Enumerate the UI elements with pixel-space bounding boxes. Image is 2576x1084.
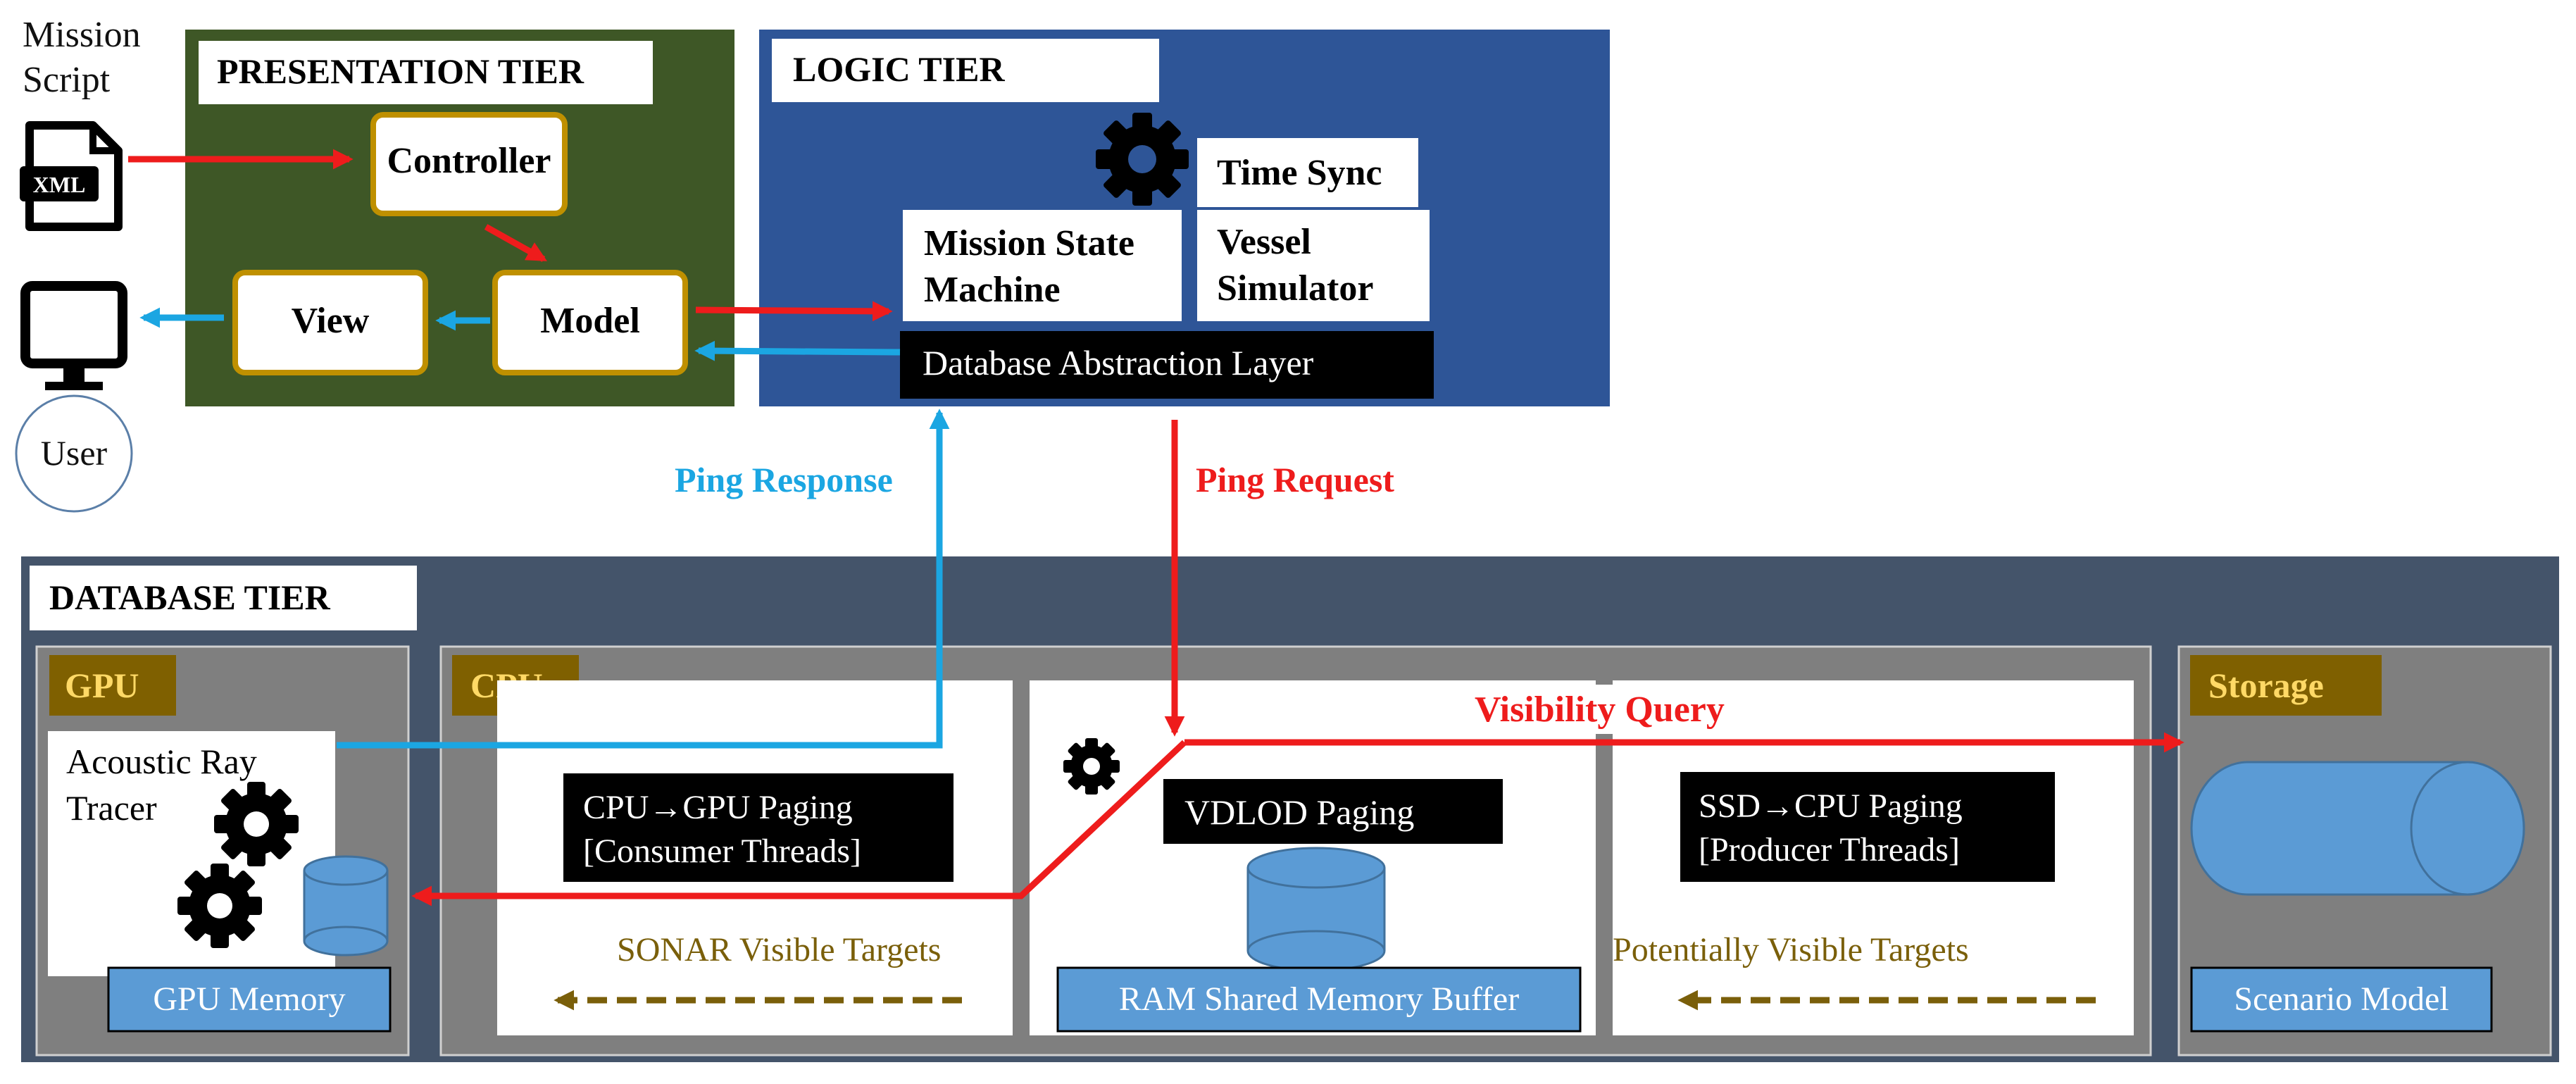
- db-abstraction-layer-box: [900, 331, 1434, 399]
- model-box: [492, 270, 688, 375]
- arrow-controller-to-model: [484, 224, 548, 262]
- mission-state-line2: Machine: [924, 270, 1061, 310]
- arrow-ray-tracer-feed: [411, 740, 1187, 907]
- gear-icon: [1096, 113, 1189, 206]
- storage-cylinder-icon: [2190, 761, 2525, 896]
- arrow-ping-response: [337, 409, 950, 749]
- mission-state-line1: Mission State: [924, 223, 1134, 263]
- ram-buffer-label: RAM Shared Memory Buffer: [1119, 980, 1519, 1018]
- mission-script-label-line2: Script: [23, 60, 111, 100]
- mission-script-label-line1: Mission: [23, 15, 141, 55]
- arrow-logic-to-model: [694, 340, 901, 361]
- time-sync-box: [1197, 138, 1418, 207]
- cpu-gpu-line1: CPU→GPU Paging: [583, 789, 853, 826]
- arrow-model-to-logic: [695, 301, 893, 322]
- xml-badge-text: XML: [33, 172, 86, 197]
- database-tier-title: DATABASE TIER: [49, 578, 331, 617]
- ray-tracer-line2: Tracer: [66, 788, 157, 828]
- monitor-icon: [20, 281, 127, 390]
- presentation-tier-title: PRESENTATION TIER: [217, 51, 584, 91]
- gpu-tag-label: GPU: [65, 666, 139, 705]
- ssd-cpu-line1: SSD→CPU Paging: [1699, 787, 1963, 825]
- sonar-visible-label: SONAR Visible Targets: [617, 931, 941, 968]
- visibility-query-label: Visibility Query: [1475, 690, 1725, 730]
- user-circle: [15, 394, 133, 513]
- vessel-sim-line2: Simulator: [1217, 268, 1373, 309]
- time-sync-label: Time Sync: [1217, 153, 1382, 193]
- xml-file-icon: XML: [20, 121, 123, 231]
- gear-icon: [1063, 738, 1120, 795]
- gpu-memory-label: GPU Memory: [153, 980, 345, 1018]
- gpu-tag: [49, 655, 176, 716]
- vdlod-label: VDLOD Paging: [1184, 792, 1414, 832]
- cpu-gpu-paging-box: [563, 773, 954, 882]
- view-box: [232, 270, 428, 375]
- user-label: User: [41, 433, 108, 473]
- storage-tag-label: Storage: [2208, 666, 2324, 705]
- ping-response-label: Ping Response: [675, 460, 893, 499]
- scenario-model-box: [2190, 966, 2493, 1033]
- controller-label: Controller: [387, 141, 551, 181]
- model-label: Model: [540, 301, 640, 341]
- gpu-memory-box: [107, 966, 392, 1033]
- potentially-visible-label: Potentially Visible Targets: [1613, 931, 1969, 968]
- gear-icon: [214, 782, 299, 866]
- storage-tag: [2190, 655, 2382, 716]
- gpu-memory-cylinder-icon: [303, 855, 389, 957]
- ram-buffer-cylinder-icon: [1246, 847, 1386, 972]
- vessel-sim-line1: Vessel: [1217, 222, 1311, 262]
- db-abstraction-label: Database Abstraction Layer: [923, 343, 1314, 382]
- gear-icon: [177, 864, 262, 948]
- cpu-gpu-line2: [Consumer Threads]: [583, 833, 861, 870]
- view-label: View: [292, 301, 370, 341]
- vdlod-paging-box: [1163, 779, 1503, 844]
- ssd-cpu-line2: [Producer Threads]: [1699, 831, 1960, 868]
- mission-state-machine-box: [903, 210, 1182, 321]
- scenario-model-label: Scenario Model: [2234, 980, 2449, 1018]
- vessel-simulator-box: [1197, 210, 1430, 321]
- controller-box: [370, 112, 568, 216]
- logic-tier-title: LOGIC TIER: [793, 49, 1005, 89]
- ssd-cpu-paging-box: [1680, 772, 2055, 882]
- ping-request-label: Ping Request: [1196, 460, 1394, 499]
- ray-tracer-line1: Acoustic Ray: [66, 742, 257, 781]
- ram-buffer-box: [1056, 966, 1582, 1033]
